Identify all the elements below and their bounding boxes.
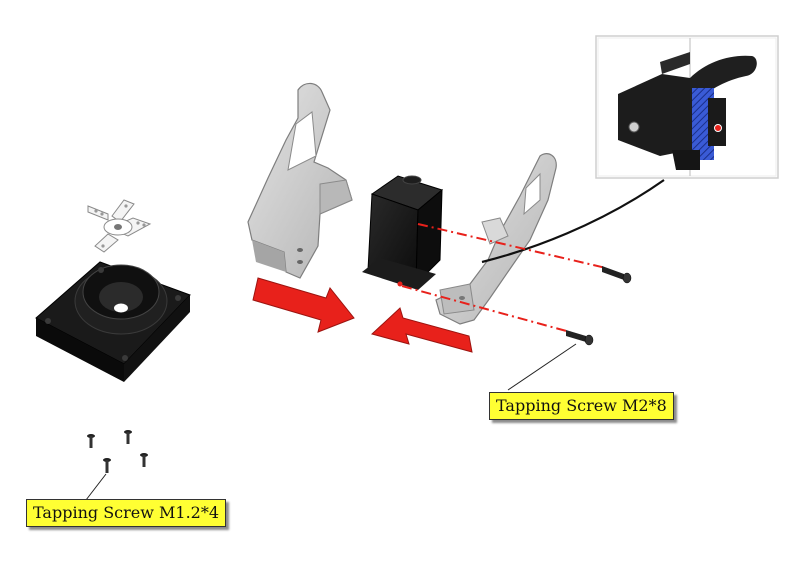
- screw-small-2: [124, 430, 132, 444]
- leader-line-m2: [507, 343, 577, 391]
- servo-motor: [362, 175, 444, 290]
- screw-m2-lower: [566, 330, 594, 346]
- servo-cable: [481, 179, 665, 264]
- screw-small-3: [140, 453, 148, 467]
- detail-inset: [595, 35, 779, 179]
- arrow-left-icon: [370, 307, 473, 353]
- right-bracket: [435, 153, 557, 325]
- servo-horn: [87, 199, 152, 253]
- small-screws: [87, 430, 148, 473]
- left-bracket: [247, 82, 353, 279]
- screw-small-4: [103, 458, 111, 473]
- callout-screw-m2: Tapping Screw M2*8: [489, 392, 674, 420]
- arrow-right-icon: [252, 277, 355, 333]
- base-plate: [35, 261, 191, 382]
- screw-small-1: [87, 434, 95, 448]
- alignment-lines: [401, 223, 607, 333]
- screw-m2-upper: [602, 266, 632, 284]
- alignment-line-upper: [417, 223, 607, 269]
- callout-screw-m12: Tapping Screw M1.2*4: [26, 499, 227, 527]
- alignment-line-lower: [401, 285, 571, 333]
- leader-line-m12: [85, 473, 107, 501]
